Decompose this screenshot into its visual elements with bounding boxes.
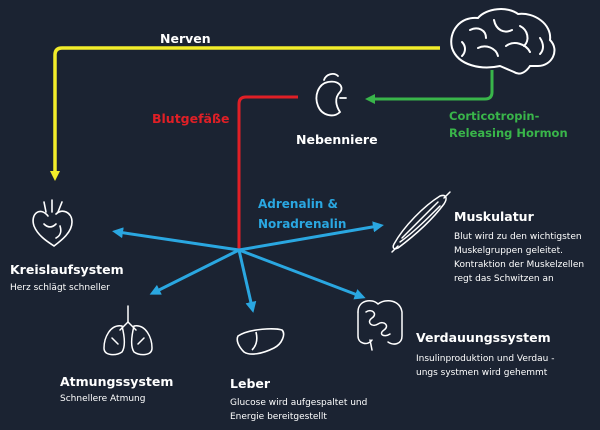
nerves-line	[50, 46, 440, 181]
adrenal-label: Nebenniere	[296, 132, 378, 147]
respiration-desc: Schnellere Atmung	[60, 392, 173, 406]
hormone-label-line2: Releasing Hormon	[449, 126, 568, 140]
hormone-line	[365, 70, 494, 104]
respiration-title: Atmungssystem	[60, 374, 174, 389]
muscles-block: Muskulatur Blut wird zu den wichtigsten …	[454, 209, 584, 286]
respiration-desc-line: Schnellere Atmung	[60, 393, 146, 404]
respiration-block: Atmungssystem Schnellere Atmung	[60, 374, 173, 406]
muscles-desc-line: regt das Schwitzen an	[454, 273, 554, 284]
muscles-desc: Blut wird zu den wichtigsten Muskelgrupp…	[454, 230, 584, 286]
muscles-desc-line: Muskelgruppen geleitet.	[454, 245, 563, 256]
muscle-icon	[391, 191, 451, 253]
adrenaline-arrows	[112, 221, 384, 313]
lungs-icon	[103, 305, 153, 356]
digestion-desc: Insulinproduktion und Verdau - ungs syst…	[416, 352, 554, 380]
muscles-title: Muskulatur	[454, 209, 534, 224]
nerves-label: Nerven	[160, 31, 211, 46]
digestion-desc-line: Insulinproduktion und Verdau -	[416, 353, 555, 364]
brain-icon	[450, 8, 556, 75]
adrenaline-label-line2: Noradrenalin	[258, 217, 347, 231]
liver-icon	[236, 328, 285, 355]
intestine-icon	[357, 299, 403, 351]
circulation-block: Kreislaufsystem Herz schlägt schneller	[10, 262, 124, 295]
blood-vessels-label: Blutgefäße	[152, 111, 230, 126]
muscles-desc-line: Blut wird zu den wichtigsten	[454, 231, 582, 242]
digestion-desc-line: ungs systmen wird gehemmt	[416, 367, 548, 378]
circulation-desc: Herz schlägt schneller	[10, 281, 124, 295]
adrenaline-label-line1: Adrenalin &	[258, 197, 338, 211]
hormone-label: Corticotropin- Releasing Hormon	[449, 108, 568, 142]
hormone-label-line1: Corticotropin-	[449, 109, 540, 123]
heart-icon	[32, 199, 73, 247]
digestion-title: Verdauungssystem	[416, 330, 551, 345]
blood-vessels-line	[237, 95, 298, 250]
digestion-block: Verdauungssystem Insulinproduktion und V…	[416, 330, 554, 380]
circulation-desc-line: Herz schlägt schneller	[10, 282, 110, 293]
adrenaline-label: Adrenalin & Noradrenalin	[258, 194, 346, 234]
liver-block: Leber Glucose wird aufgespaltet und Ener…	[230, 376, 367, 424]
liver-desc-line: Glucose wird aufgespaltet und	[230, 397, 368, 408]
liver-title: Leber	[230, 376, 271, 391]
liver-desc-line: Energie bereitgestellt	[230, 411, 327, 422]
muscles-desc-line: Kontraktion der Muskelzellen	[454, 259, 585, 270]
liver-desc: Glucose wird aufgespaltet und Energie be…	[230, 396, 367, 424]
circulation-title: Kreislaufsystem	[10, 262, 124, 277]
kidney-icon	[315, 73, 347, 117]
